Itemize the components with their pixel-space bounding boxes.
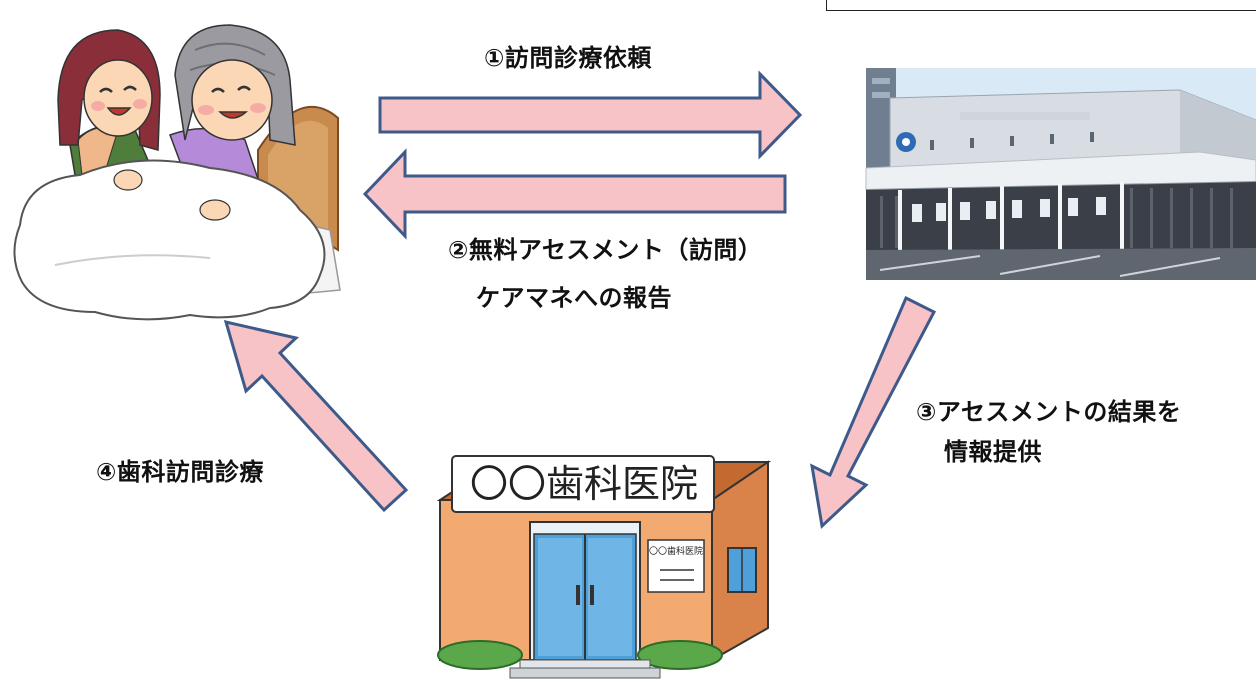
corner-text-box — [826, 0, 1256, 11]
clinic-sign-text: 〇〇歯科医院 — [469, 462, 698, 506]
step1-label: ①訪問診療依頼 — [484, 44, 652, 72]
step2-label-line2: ケアマネへの報告 — [476, 284, 672, 312]
arrow-step1-right — [378, 70, 803, 160]
patient-caregiver-illustration — [13, 24, 341, 321]
step2-label-line1: ②無料アセスメント（訪問） — [448, 236, 763, 264]
arrow-step2-left — [362, 148, 787, 240]
step4-label: ④歯科訪問診療 — [96, 458, 264, 486]
dental-clinic-illustration — [436, 455, 772, 679]
step3-label-line1: ③アセスメントの結果を — [916, 398, 1182, 426]
care-center-building-image — [865, 68, 1256, 280]
clinic-door-plate-text: 〇〇歯科医院 — [648, 547, 703, 557]
arrow-step4-up-left — [223, 319, 409, 513]
step3-label-line2: 情報提供 — [944, 438, 1042, 466]
arrow-step3-down-left — [810, 295, 937, 530]
